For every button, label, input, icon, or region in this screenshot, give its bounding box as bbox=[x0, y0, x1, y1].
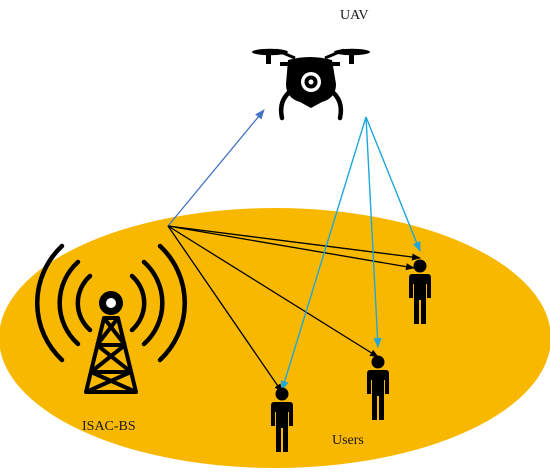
base-station-tower-icon bbox=[34, 243, 188, 394]
uav-to-user3-link bbox=[365, 116, 421, 252]
bs-to-user2-link bbox=[167, 225, 379, 358]
coverage-area bbox=[0, 208, 550, 468]
uav-to-user2-link bbox=[365, 116, 382, 348]
bs-to-user1-link bbox=[167, 225, 283, 393]
bs-to-uav-link bbox=[167, 109, 265, 227]
uav-to-user1-link bbox=[280, 116, 367, 391]
base-station-label: ISAC-BS bbox=[82, 419, 136, 434]
uav-links bbox=[280, 116, 421, 391]
bs-to-user3-link bbox=[167, 225, 421, 261]
uav-label: UAV bbox=[340, 8, 369, 23]
drone-icon bbox=[252, 48, 370, 121]
users-label: Users bbox=[332, 433, 364, 448]
